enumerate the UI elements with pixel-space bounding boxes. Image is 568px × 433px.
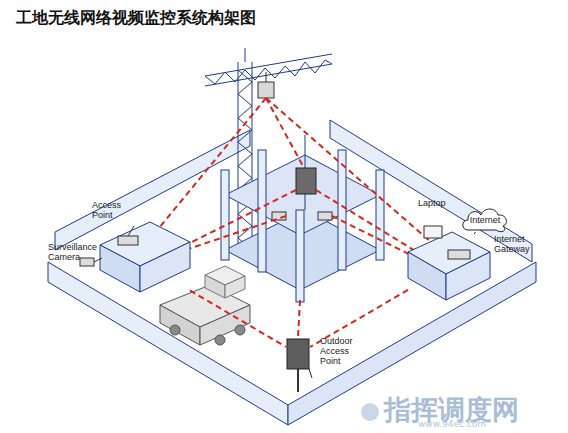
site-wall [288,262,536,425]
panel-outline [286,338,310,370]
truck [160,285,250,345]
diagram-title: 工地无线网络视频监控系统构架图 [16,8,256,29]
gateway-device [448,250,470,259]
access-point-device [118,236,138,245]
access-point-panel [287,339,309,369]
laptop-device [424,226,442,238]
site-wall [48,262,288,425]
building-frame [221,135,384,302]
camera-device [80,258,94,266]
cloud-node: Internet [460,206,510,234]
device-label: Internet Gateway [494,234,540,254]
antenna [266,72,267,82]
cloud-label: Internet [460,215,510,225]
device-label: Outdoor Access Point [320,336,362,366]
leader-line [94,258,102,262]
trailer-node: Access PointSurveillance Camera [100,236,190,292]
wireless-link [190,290,286,346]
pole [297,368,299,392]
building-access-point [296,168,316,194]
device-label: Surveillance Camera [48,242,102,262]
site-trailer [408,232,490,300]
material-crates [205,266,245,298]
watermark-url: www.94ec.com [418,420,486,429]
crane-access-point [258,82,274,98]
outdoor-ap-node: Outdoor Access Point [286,338,310,370]
floor-access-point [318,212,332,220]
leader-line [128,226,134,236]
network-link [474,232,476,234]
wechat-icon [361,403,379,421]
trailer-node: LaptopInternet Gateway [408,232,490,300]
wireless-link [145,98,440,338]
device-label: Laptop [418,198,458,208]
site-trailer [100,222,190,292]
watermark: 指挥调度网 [384,396,519,423]
device-label: Access Point [92,200,132,220]
